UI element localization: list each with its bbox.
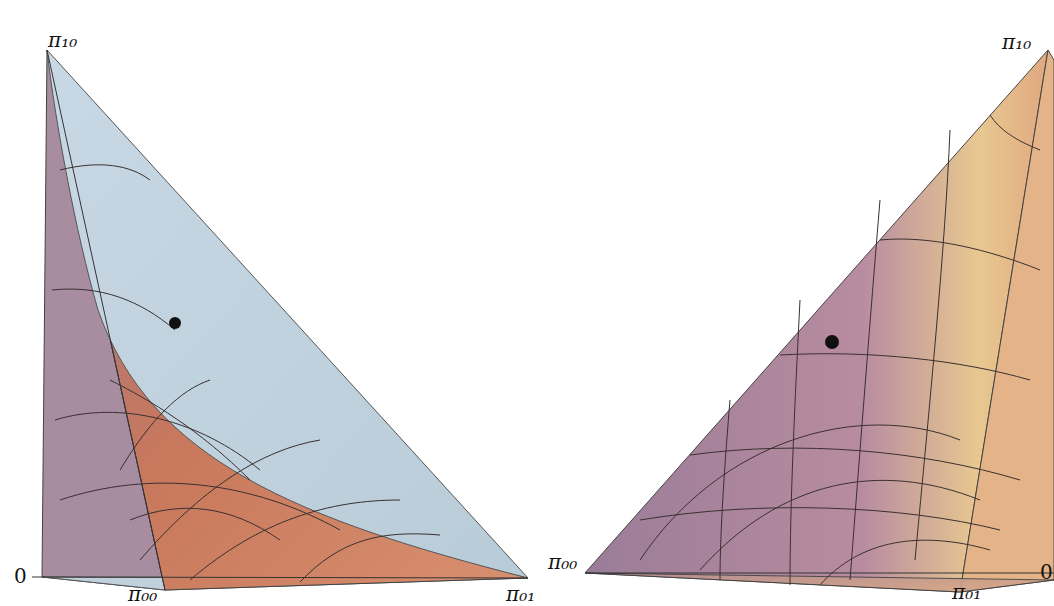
vertex-label: π₀₀ <box>128 584 157 604</box>
origin-label: 0 <box>1040 562 1053 582</box>
vertex-label: π₀₁ <box>506 584 535 604</box>
origin-label: 0 <box>14 566 27 586</box>
vertex-label: π₀₀ <box>548 552 577 572</box>
vertex-label: π₁₀ <box>48 30 77 50</box>
vertex-label: π₁₀ <box>1002 32 1031 52</box>
vertex-label: π₀₁ <box>952 582 981 602</box>
